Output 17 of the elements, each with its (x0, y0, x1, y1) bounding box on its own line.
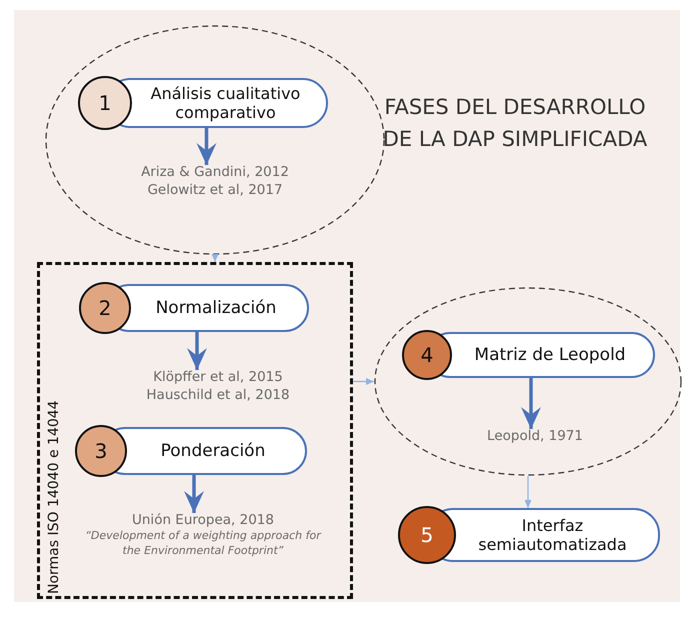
citation-text: Unión Europea, 2018 (131, 511, 275, 530)
citation-text: Leopold, 1971 (486, 427, 584, 446)
frame-heading: Normas ISO 14040 e 14044 (46, 400, 62, 594)
citation-text: Ariza & Gandini, 2012 (140, 163, 290, 182)
arrow (187, 332, 207, 370)
citation-text: Hauschild et al, 2018 (145, 386, 291, 404)
arrow (196, 128, 216, 165)
arrow (521, 378, 541, 429)
arrow (353, 378, 374, 385)
citation-text: Gelowitz et al, 2017 (146, 181, 284, 200)
arrow (212, 254, 218, 262)
dashed-frame (37, 262, 353, 599)
arrow (524, 476, 532, 508)
arrow (184, 475, 204, 513)
diagram-title: FASES DEL DESARROLLO DE LA DAP SIMPLIFICADA (382, 94, 648, 152)
citation-text: Klöpffer et al, 2015 (152, 368, 284, 386)
document-title: “Development of a weighting approach for the Environmental Footprint” (84, 529, 322, 558)
